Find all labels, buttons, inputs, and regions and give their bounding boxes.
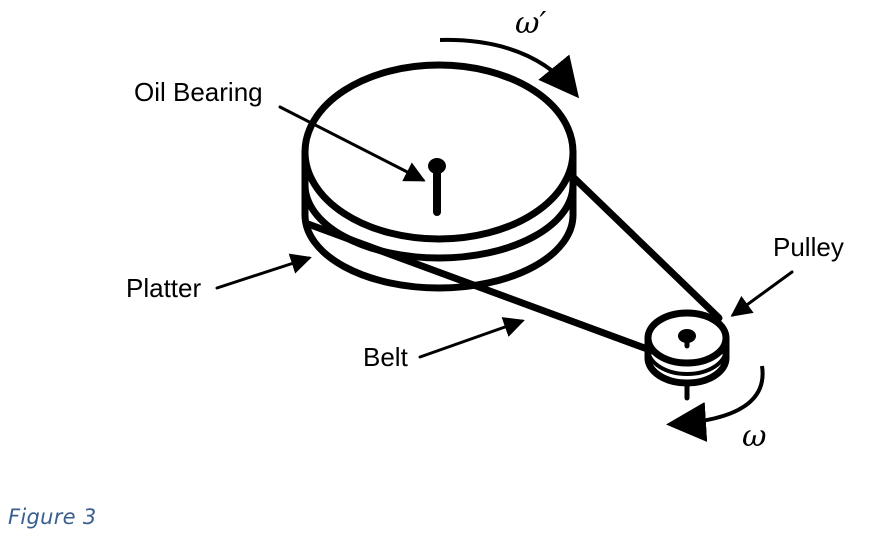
pulley-rotation-arrow <box>666 365 765 442</box>
oil-bearing-leader-arrow <box>278 105 426 182</box>
belt <box>304 171 723 354</box>
omega-label: ω <box>742 419 766 454</box>
oil-bearing <box>428 158 446 216</box>
pulley-top-face <box>644 309 730 367</box>
platter-bottom-rim <box>301 148 577 292</box>
platter-middle-rim <box>301 181 577 262</box>
pulley <box>644 309 730 401</box>
platter-label: Platter <box>126 273 201 303</box>
pulley-leader-arrow <box>730 270 794 317</box>
platter <box>301 61 577 292</box>
omega-prime-label: ω′ <box>515 6 546 41</box>
platter-rotation-arrow <box>439 37 580 99</box>
bearing-cap <box>428 158 446 174</box>
belt-leader-arrow <box>418 317 525 359</box>
pulley-groove <box>646 348 728 376</box>
oil-bearing-label: Oil Bearing <box>134 77 263 107</box>
belt-label: Belt <box>363 342 409 372</box>
platter-top-face <box>301 61 577 243</box>
belt-lower-strand <box>304 220 654 354</box>
platter-leader-arrow <box>215 253 312 290</box>
belt-upper-strand <box>567 171 723 322</box>
figure-caption: Figure 3 <box>8 505 97 529</box>
pulley-label: Pulley <box>773 232 844 262</box>
